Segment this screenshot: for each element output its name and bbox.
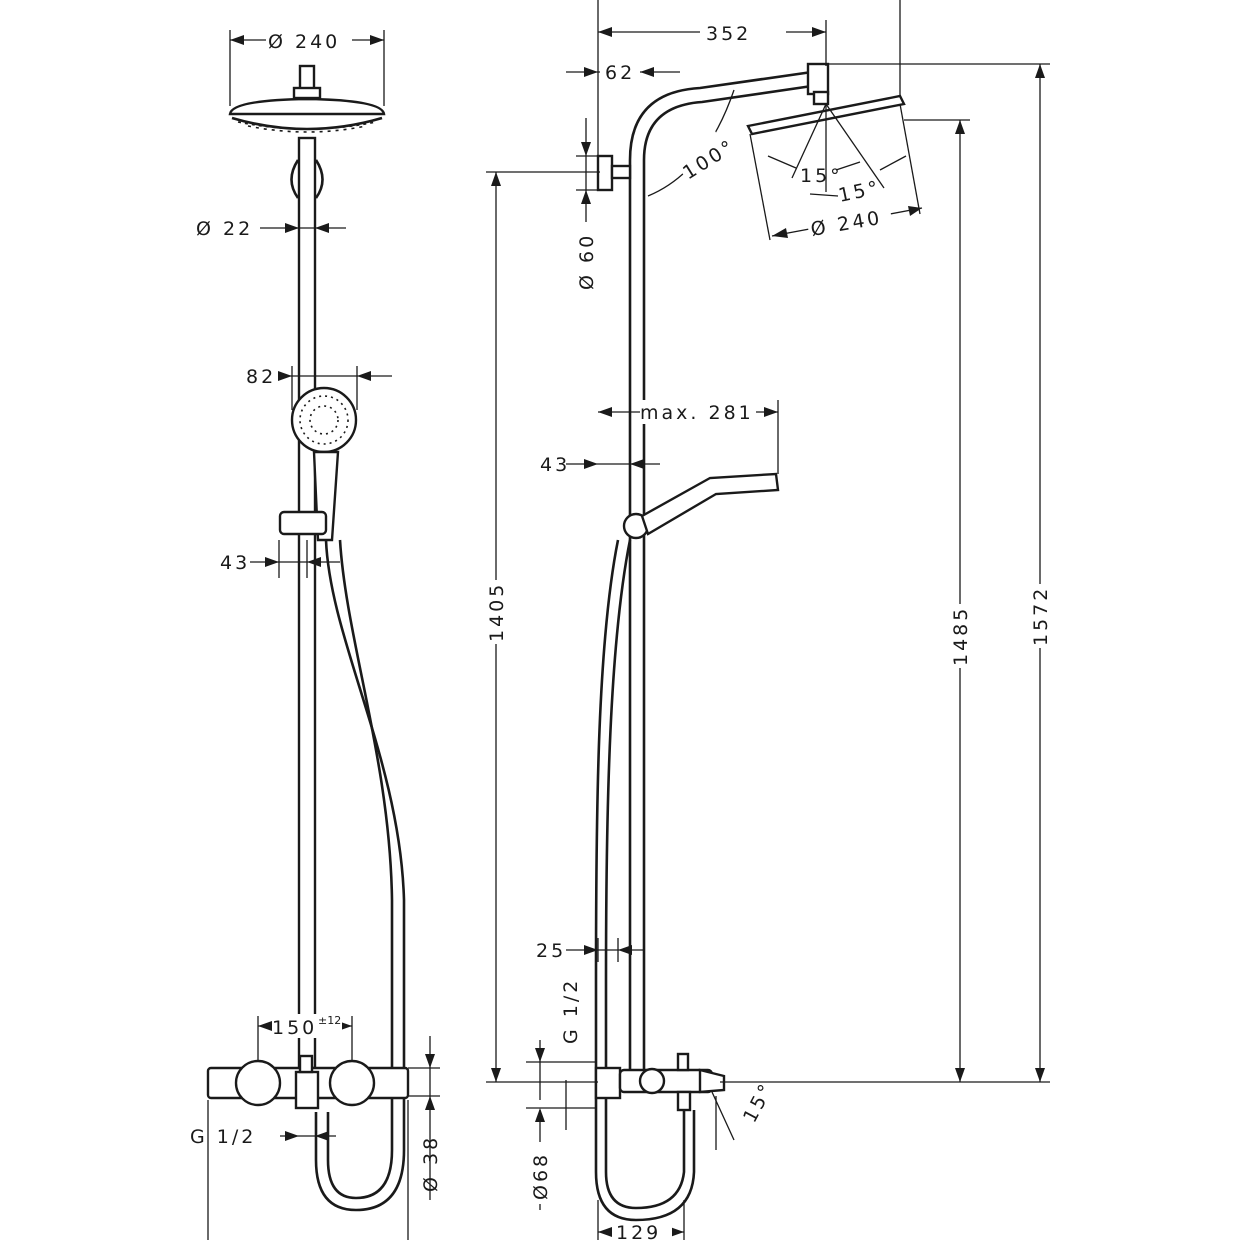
label-front-handshower-width: 82: [246, 366, 276, 388]
label-side-height-1405: 1405: [486, 582, 508, 642]
front-shower-head: [228, 64, 386, 133]
dimension-labels: Ø 240 Ø 22 82 43 150 ±12 G 1/2 Ø 38 352 …: [190, 20, 1052, 1240]
label-side-inlet-thread: G 1/2: [560, 978, 582, 1044]
front-handshower: [290, 386, 358, 542]
label-front-mixer-spacing: 150: [272, 1017, 317, 1039]
label-side-bracket-diameter: Ø 60: [576, 233, 598, 290]
label-front-mixer-diameter: Ø 38: [420, 1135, 442, 1192]
label-side-arm-offset: 62: [605, 62, 635, 84]
label-side-spray-angle-1: 15°: [800, 165, 843, 187]
label-side-holder-offset: 43: [540, 454, 570, 476]
label-side-arm-reach: 352: [706, 23, 751, 45]
front-hose: [314, 539, 406, 1212]
side-view: [594, 62, 921, 1222]
side-wall-bracket: [596, 154, 614, 192]
side-hose: [604, 539, 686, 1210]
label-front-mixer-spacing-tolerance: ±12: [318, 1014, 341, 1027]
label-side-height-1572: 1572: [1030, 586, 1052, 646]
label-side-handshower-max: max. 281: [640, 402, 754, 424]
label-side-spray-angle-2: 15°: [836, 176, 882, 206]
front-thermostat: [206, 1054, 410, 1110]
side-handshower: [622, 472, 780, 540]
side-mixer: [594, 1052, 726, 1112]
label-side-flange-diameter: Ø68: [530, 1152, 552, 1200]
label-side-hose-offset: 25: [536, 940, 566, 962]
front-riser-pipe: [297, 136, 317, 1070]
label-side-height-1485: 1485: [950, 606, 972, 666]
label-front-holder-offset: 43: [220, 552, 250, 574]
label-front-pipe-diameter: Ø 22: [196, 218, 253, 240]
label-side-spout-depth: 129: [616, 1222, 661, 1240]
side-riser-pipe: [628, 70, 813, 1070]
front-wall-bracket: [290, 159, 324, 199]
front-handshower-holder: [278, 510, 328, 536]
spray-lines: [749, 103, 921, 241]
label-side-spout-angle: 15°: [739, 1078, 778, 1126]
label-front-head-diameter: Ø 240: [268, 31, 340, 53]
label-front-inlet-thread: G 1/2: [190, 1126, 256, 1148]
front-view: [206, 64, 410, 1212]
